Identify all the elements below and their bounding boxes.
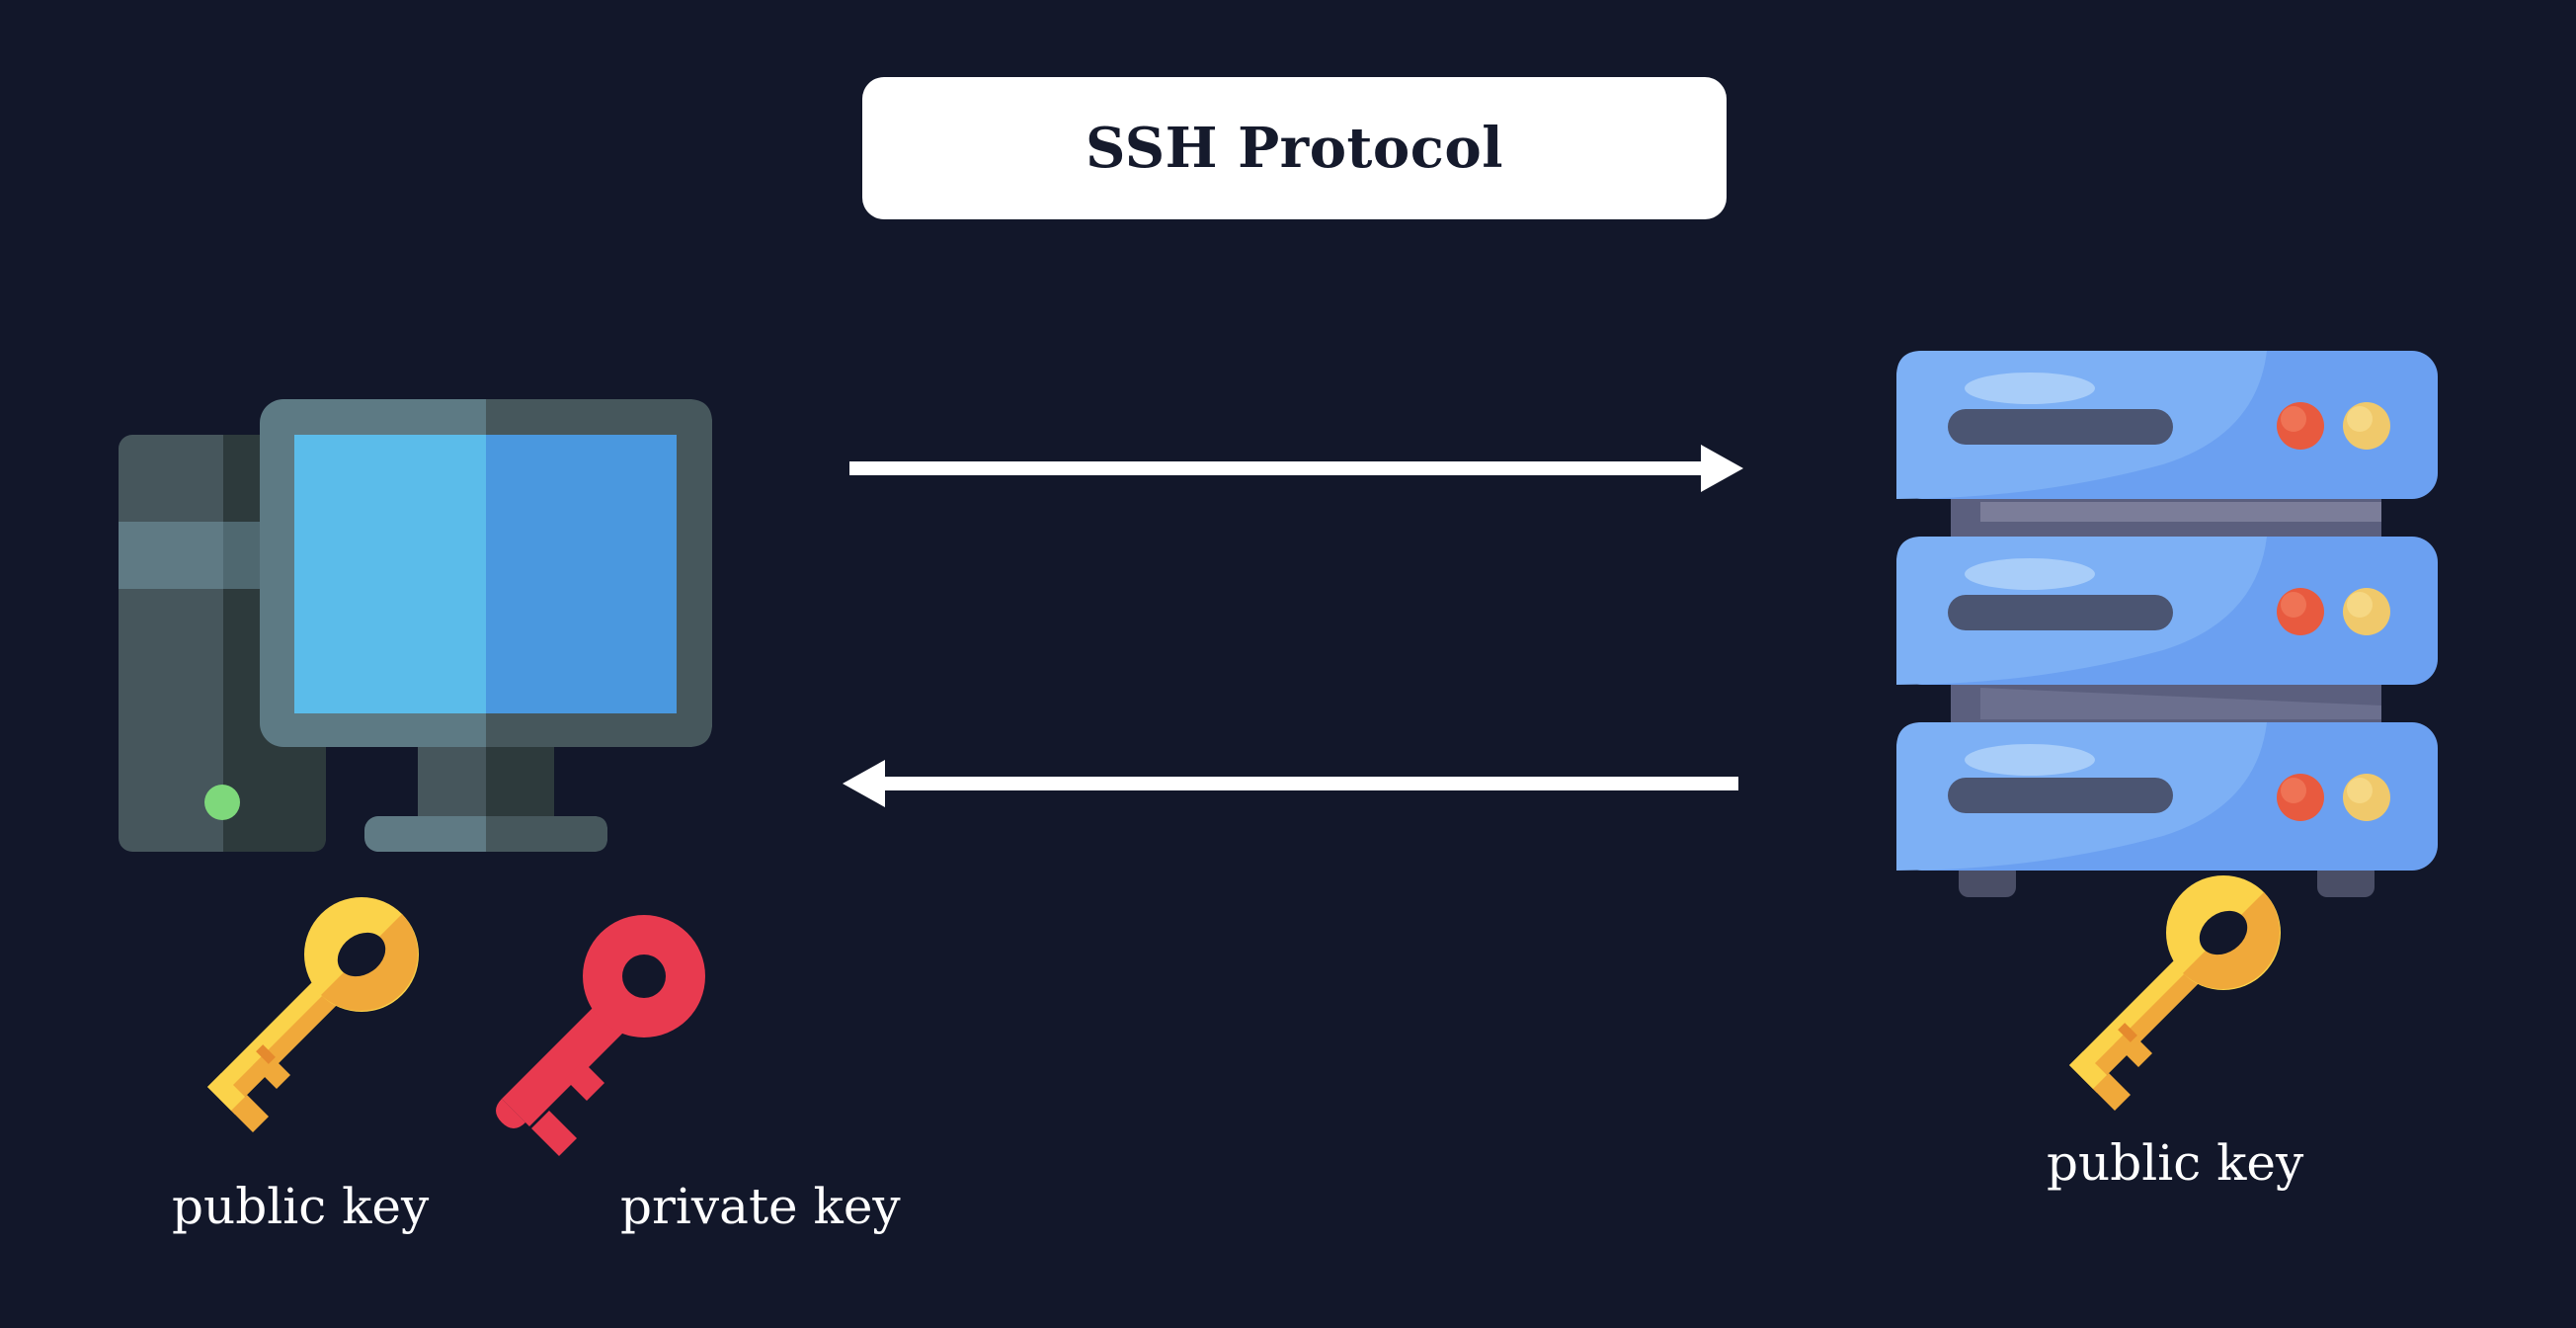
diagram-title: SSH Protocol (1086, 116, 1503, 181)
power-led (204, 785, 240, 820)
client-public-key-icon (207, 897, 419, 1132)
server-unit-3 (1896, 722, 2438, 871)
arrow-head-right (1701, 445, 1743, 492)
server-public-key-label: public key (2047, 1134, 2304, 1192)
client-private-key-label: private key (620, 1178, 901, 1235)
computer-monitor (260, 399, 712, 852)
request-arrow (849, 445, 1743, 492)
arrow-head-left (843, 760, 885, 807)
server-unit-1 (1896, 351, 2438, 499)
server-public-key-icon (2069, 875, 2281, 1111)
server-unit-2 (1896, 537, 2438, 685)
client-public-key-label: public key (172, 1178, 430, 1235)
title-box: SSH Protocol (862, 77, 1727, 219)
response-arrow (843, 760, 1738, 807)
client-computer-icon (119, 399, 712, 852)
client-private-key-icon (496, 915, 705, 1156)
server-rack-icon (1896, 351, 2438, 897)
